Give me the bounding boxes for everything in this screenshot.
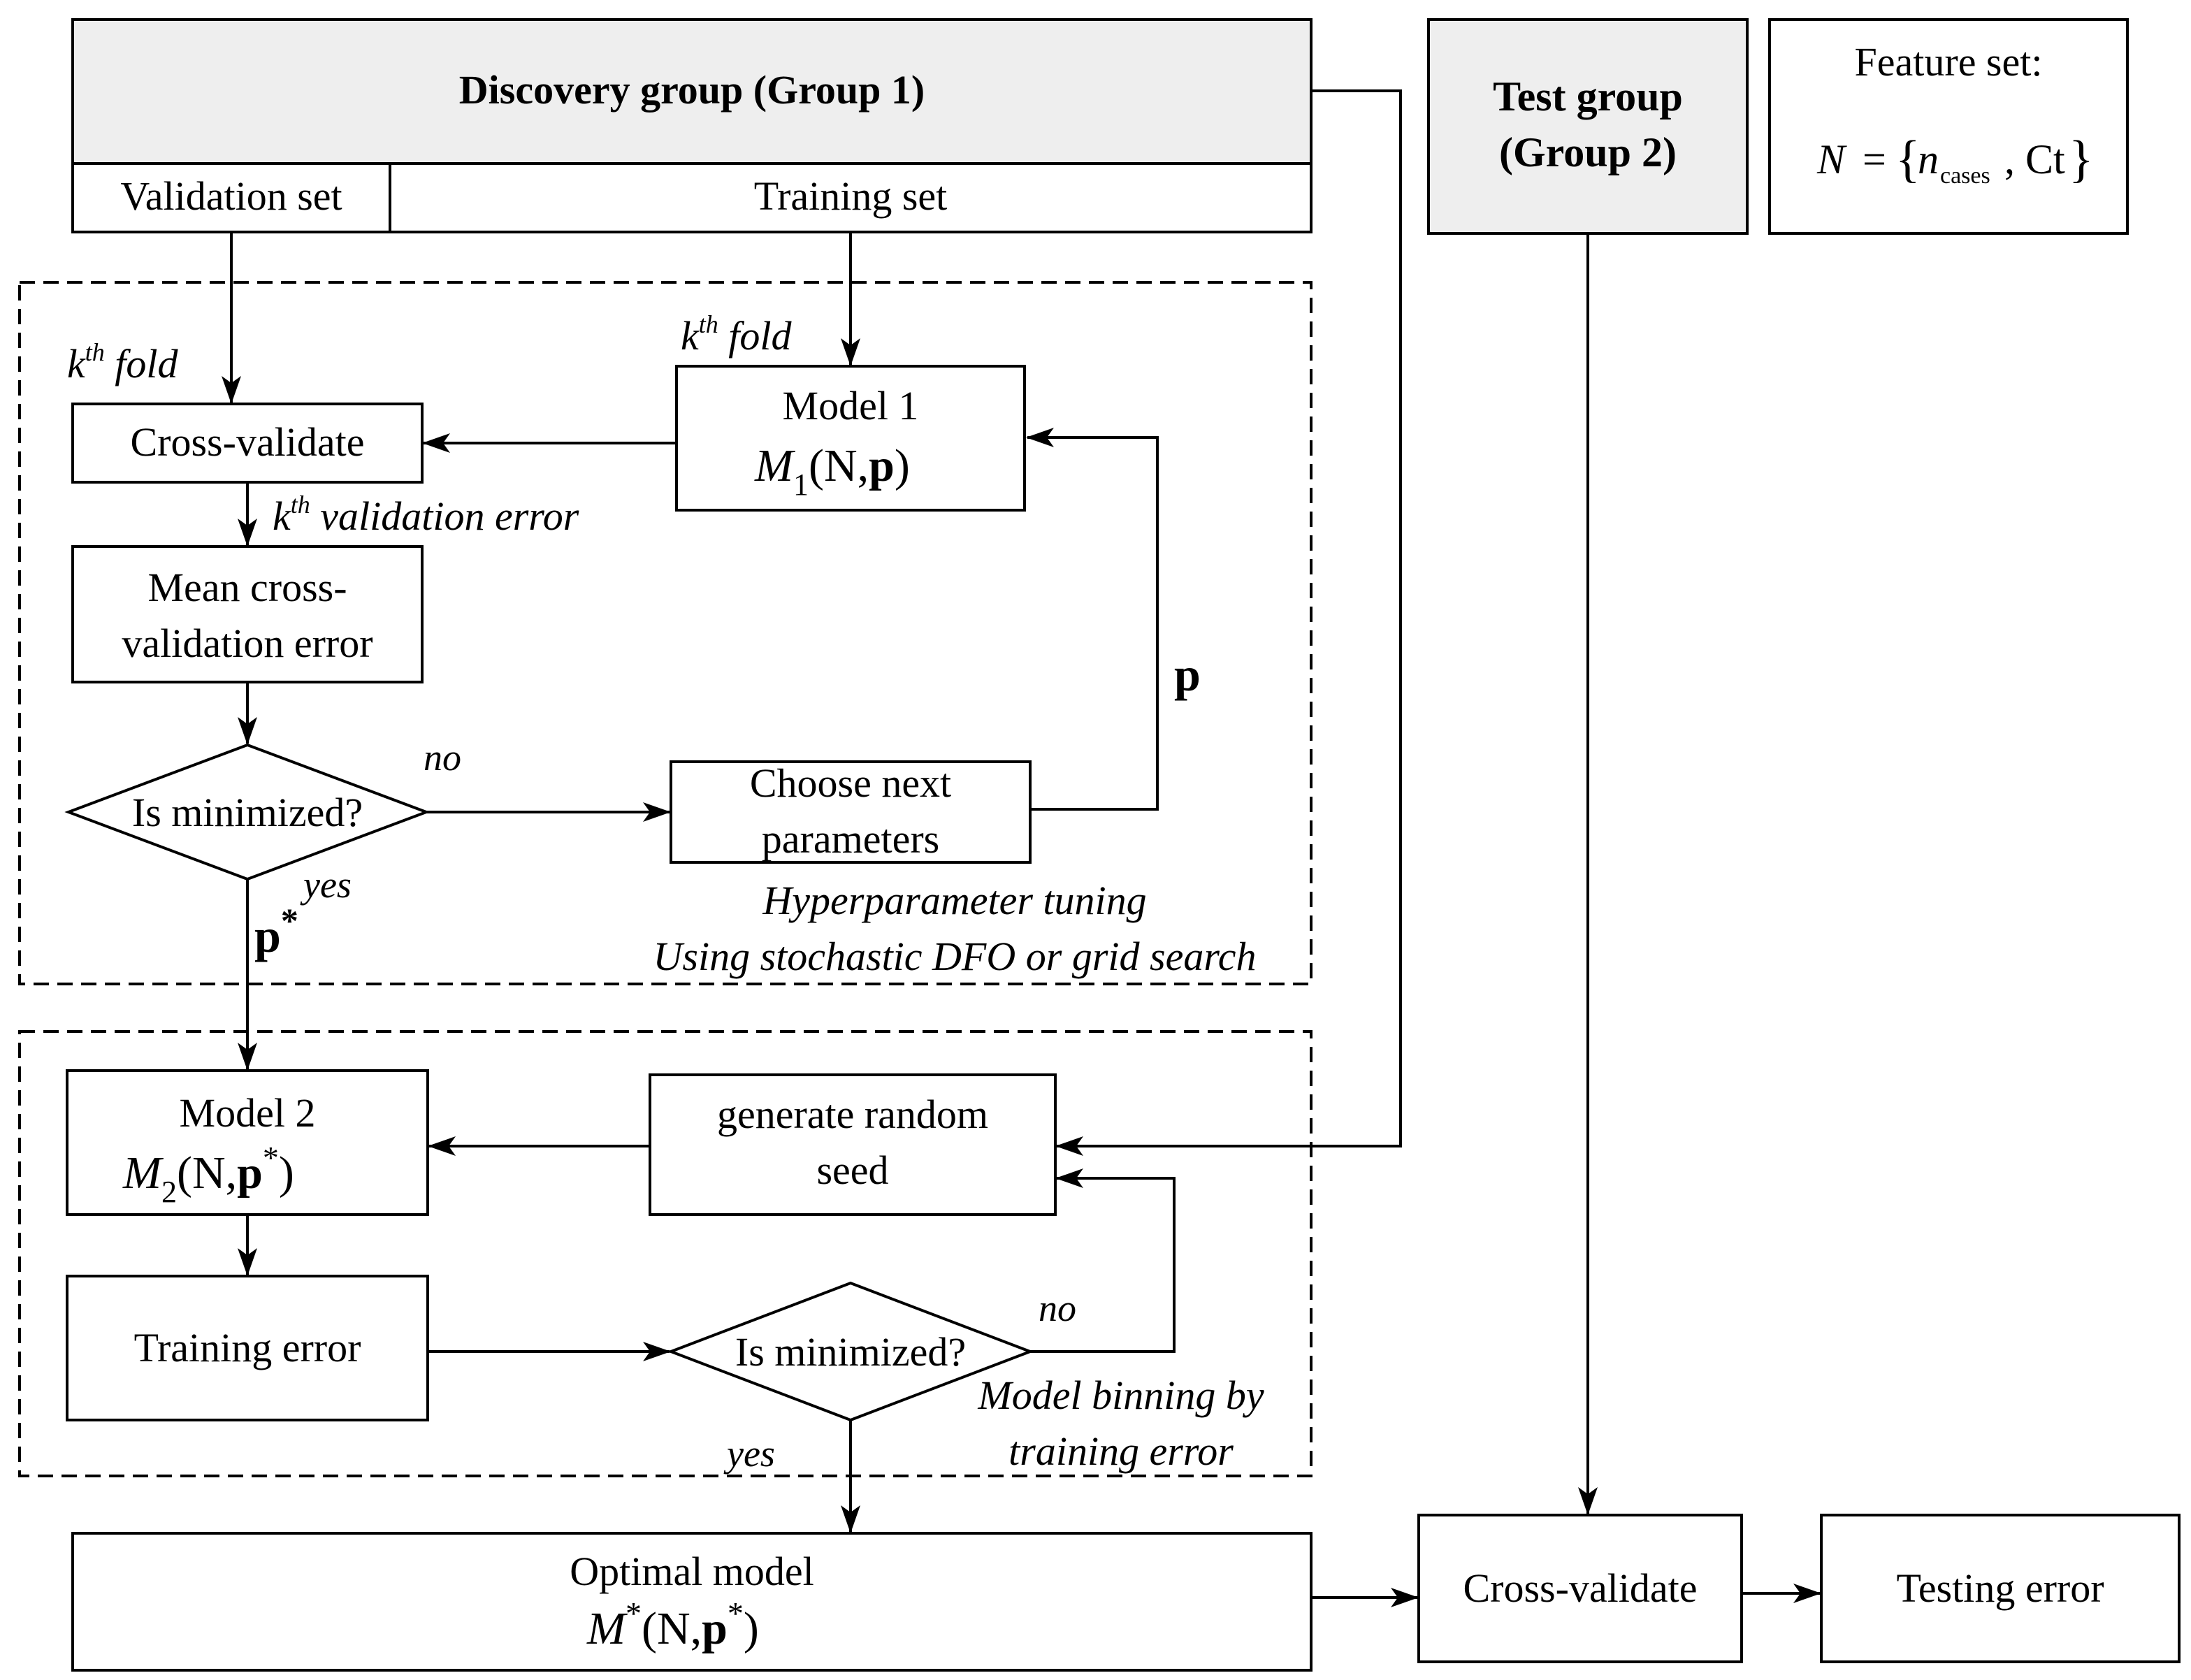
is-minimized-decision-2: Is minimized? (667, 1281, 1034, 1422)
test-group-box: Test group (Group 2) (1427, 18, 1749, 235)
kth-fold-left: kth fold (67, 338, 178, 386)
feature-set-subscript: cases (1940, 163, 1990, 189)
generate-random-seed-box: generate random seed (649, 1073, 1057, 1216)
kth-fold-right: kth fold (681, 310, 792, 359)
training-error-box: Training error (66, 1275, 429, 1421)
tuning-caption-line2: Using stochastic DFO or grid search (653, 934, 1257, 979)
model1-box: Model 1 M1(N,p) (675, 365, 1026, 512)
pstar-label: p* (254, 901, 298, 962)
model2-box: Model 2 M2(N,p*) (66, 1069, 429, 1216)
no-label-2: no (1039, 1287, 1076, 1329)
choose-line2: parameters (762, 816, 939, 862)
is-minimized-label-1: Is minimized? (132, 790, 363, 835)
kth-validation-error-label: kth validation error (273, 491, 579, 539)
final-cross-validate-box: Cross-validate (1417, 1514, 1743, 1663)
feature-set-title: Feature set: (1855, 39, 2043, 85)
feature-set-n: n (1918, 136, 1939, 182)
mean-cv-error-line1: Mean cross- (147, 565, 347, 610)
testing-error-label: Testing error (1896, 1565, 2104, 1611)
no-label-1: no (424, 737, 461, 779)
hyperparameter-tuning-region (18, 281, 1313, 985)
seed-line1: generate random (717, 1092, 988, 1137)
cross-validate-label: Cross-validate (130, 419, 364, 465)
is-minimized-label-2: Is minimized? (735, 1329, 966, 1375)
feature-set-brace-right: } (2069, 131, 2094, 188)
testing-error-box: Testing error (1820, 1514, 2181, 1663)
binning-caption-line1: Model binning by (977, 1373, 1264, 1418)
training-error-label: Training error (134, 1325, 361, 1370)
optimal-model-formula: M*(N,p*) (586, 1595, 759, 1654)
feature-set-formula: N = (1816, 136, 1886, 182)
model1-title: Model 1 (783, 383, 919, 428)
optimal-model-box: Optimal model M*(N,p*) (71, 1532, 1313, 1672)
mean-cv-error-line2: validation error (122, 621, 373, 666)
tuning-caption-line1: Hyperparameter tuning (762, 878, 1146, 923)
p-label: p (1174, 648, 1201, 701)
arrow-decision2-no-to-seed (1030, 1168, 1176, 1353)
test-group-title-line1: Test group (1493, 73, 1683, 120)
model2-title: Model 2 (180, 1090, 316, 1136)
arrow-choose-to-model1 (1026, 428, 1159, 811)
choose-line1: Choose next (750, 760, 951, 806)
feature-set-brace-left: { (1895, 131, 1921, 188)
discovery-group-box: Discovery group (Group 1) Validation set… (71, 18, 1313, 233)
feature-set-box: Feature set: N = { n cases , Ct } (1768, 18, 2129, 235)
feature-set-ct: , Ct (2004, 136, 2065, 182)
cross-validate-box: Cross-validate (71, 403, 424, 484)
discovery-group-title: Discovery group (Group 1) (459, 67, 925, 113)
choose-next-parameters-box: Choose next parameters (670, 760, 1032, 864)
seed-line2: seed (816, 1147, 888, 1193)
validation-set-label: Validation set (120, 173, 342, 219)
test-group-title-line2: (Group 2) (1499, 129, 1677, 175)
final-cross-validate-label: Cross-validate (1463, 1565, 1697, 1611)
model-binning-region (18, 1030, 1313, 1477)
model1-formula: M1(N,p) (754, 440, 910, 502)
binning-caption-line2: training error (1008, 1428, 1234, 1474)
training-set-label: Training set (754, 173, 948, 219)
model2-formula: M2(N,p*) (122, 1140, 294, 1209)
is-minimized-decision-1: Is minimized? (64, 743, 431, 881)
yes-label-2: yes (723, 1433, 775, 1475)
arrow-discovery-to-seed (1055, 89, 1402, 1156)
optimal-model-title: Optimal model (570, 1549, 814, 1594)
yes-label-1: yes (300, 864, 352, 906)
mean-cv-error-box: Mean cross- validation error (71, 545, 424, 683)
